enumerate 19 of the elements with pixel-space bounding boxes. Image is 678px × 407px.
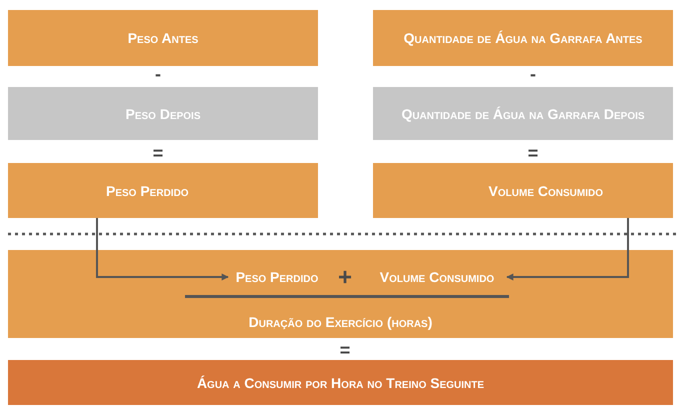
operator-sign: = xyxy=(340,341,350,359)
operator-sign: = xyxy=(528,144,538,162)
process-box: Quantidade de Água na Garrafa Antes xyxy=(373,10,673,66)
formula-box xyxy=(8,250,673,338)
operator-sign: = xyxy=(152,144,164,162)
operator-sign: - xyxy=(155,65,161,83)
term-text: Volume Consumido xyxy=(380,269,494,285)
operator-sign: - xyxy=(530,65,536,83)
term-text: Peso Perdido xyxy=(236,269,318,285)
process-box: Peso Antes xyxy=(8,10,318,66)
arrow xyxy=(96,218,229,280)
operator-sign: + xyxy=(338,269,352,287)
process-box: Peso Perdido xyxy=(8,163,318,218)
process-box: Peso Depois xyxy=(8,87,318,140)
process-box: Quantidade de Água na Garrafa Depois xyxy=(373,87,673,140)
denominator-text: Duração do Exercício (horas) xyxy=(248,314,432,330)
process-box: Volume Consumido xyxy=(373,163,673,218)
arrow xyxy=(506,218,629,280)
result-box: Água a Consumir por Hora no Treino Seguinte xyxy=(8,360,673,405)
